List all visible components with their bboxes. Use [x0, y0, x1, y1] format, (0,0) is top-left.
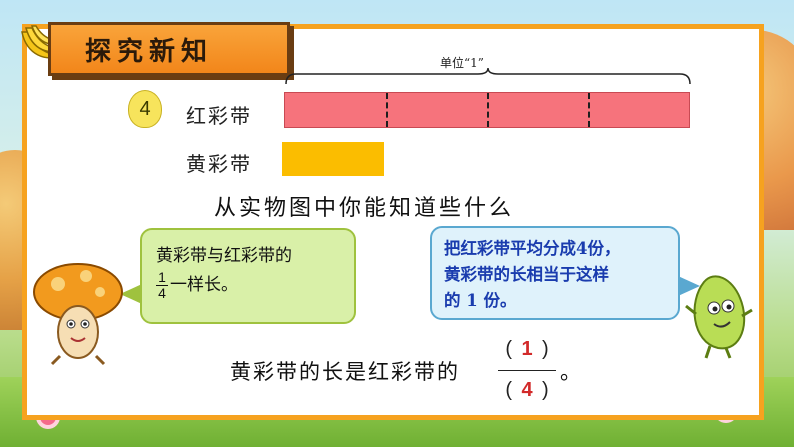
denominator-slot: ( 4 ) — [505, 379, 548, 402]
problem-number-badge: 4 — [128, 90, 162, 128]
section-title: 探究新知 — [85, 36, 214, 67]
left-bubble-line2: 1 4 一样长。 — [156, 270, 340, 301]
fraction-bar — [156, 285, 168, 286]
red-ribbon-divider — [588, 93, 590, 127]
fraction-denominator: 4 — [158, 285, 166, 301]
red-ribbon-bar — [284, 92, 690, 128]
open-paren: ( — [505, 379, 512, 401]
left-bubble-line1: 黄彩带与红彩带的 — [156, 246, 292, 266]
numerator-slot: ( 1 ) — [505, 338, 548, 361]
section-title-tab: 探究新知 — [48, 22, 290, 76]
left-bubble-fraction: 1 4 — [156, 270, 168, 301]
red-ribbon-divider — [487, 93, 489, 127]
unit-brace — [285, 67, 691, 85]
left-speech-bubble: 黄彩带与红彩带的 1 4 一样长。 — [120, 228, 356, 324]
answer-denominator: 4 — [521, 379, 533, 401]
yellow-ribbon-label: 黄彩带 — [186, 152, 252, 176]
mushroom-character-icon — [33, 263, 123, 366]
answer-fraction-bar — [498, 369, 556, 371]
close-paren: ) — [542, 379, 549, 401]
unit-label: 单位“1” — [440, 56, 484, 70]
right-bubble-line1: 把红彩带平均分成4份， — [444, 239, 621, 258]
right-speech-bubble: 把红彩带平均分成4份， 黄彩带的长相当于这样 的 1 份。 — [430, 226, 700, 320]
red-ribbon-divider — [386, 93, 388, 127]
close-paren: ) — [542, 338, 549, 360]
right-bubble-line3: 的 1 份。 — [444, 291, 517, 310]
yellow-ribbon-bar — [282, 142, 384, 176]
question-text: 从实物图中你能知道些什么 — [214, 196, 515, 221]
answer-fraction: ( 1 ) ( 4 ) — [496, 338, 558, 402]
fraction-numerator: 1 — [158, 269, 166, 285]
right-bubble-line2: 黄彩带的长相当于这样 — [444, 265, 609, 284]
red-ribbon-label: 红彩带 — [186, 104, 252, 128]
bean-character-icon — [685, 275, 753, 359]
answer-text: 黄彩带的长是红彩带的 — [230, 360, 460, 384]
answer-end-punctuation: 。 — [560, 360, 581, 384]
left-bubble-line2-suffix: 一样长。 — [170, 275, 238, 295]
open-paren: ( — [505, 338, 512, 360]
answer-numerator: 1 — [521, 338, 533, 360]
